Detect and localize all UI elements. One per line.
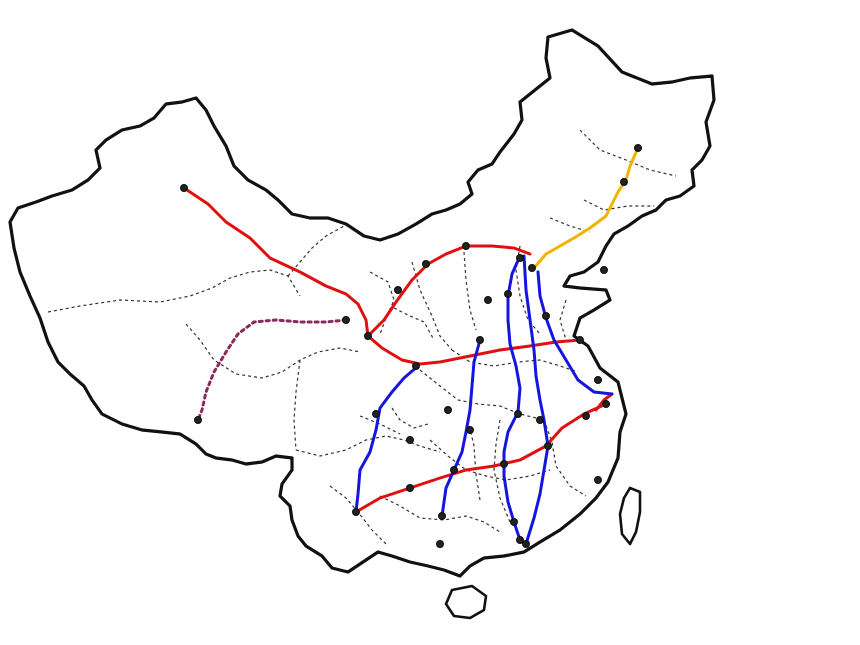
city-marker [510, 517, 519, 526]
north-south-route [354, 364, 420, 514]
city-marker [593, 376, 602, 385]
city-marker [438, 511, 447, 520]
city-marker [513, 410, 522, 419]
city-marker [575, 336, 584, 345]
city-marker [515, 254, 524, 263]
planned-route [196, 318, 348, 422]
city-marker [342, 316, 351, 325]
city-marker [535, 416, 544, 425]
city-marker [581, 412, 590, 421]
city-marker [406, 484, 415, 493]
country-border [8, 28, 716, 578]
north-south-route [536, 270, 614, 396]
city-marker [521, 539, 530, 548]
city-marker [444, 406, 453, 415]
east-west-route [366, 244, 532, 338]
north-south-route [502, 254, 522, 542]
province-line [515, 245, 541, 335]
city-marker [352, 508, 361, 517]
province-line [419, 369, 545, 421]
city-markers [180, 144, 642, 548]
city-marker [543, 442, 552, 451]
city-marker [194, 416, 203, 425]
city-marker [633, 144, 642, 153]
province-line [559, 299, 567, 341]
province-line [543, 419, 587, 497]
north-south-route [522, 254, 550, 546]
city-marker [527, 264, 536, 273]
province-line [47, 269, 301, 313]
city-marker [372, 410, 381, 419]
city-marker [504, 290, 513, 299]
city-marker [500, 460, 509, 469]
city-marker [180, 184, 189, 193]
east-west-route [182, 186, 582, 366]
province-line [549, 217, 591, 233]
city-marker [422, 260, 431, 269]
city-marker [619, 178, 628, 187]
north-south-route [440, 338, 482, 518]
hainan-island [444, 584, 488, 620]
city-marker [593, 476, 602, 485]
city-marker [476, 336, 485, 345]
northeast-route [532, 146, 640, 270]
railway-routes [182, 146, 640, 546]
city-marker [601, 400, 610, 409]
province-boundaries [47, 129, 677, 547]
city-marker [450, 466, 459, 475]
province-line [185, 323, 361, 379]
east-west-route [594, 392, 614, 412]
province-line [393, 307, 435, 341]
city-marker [515, 535, 524, 544]
province-line [369, 271, 395, 335]
city-marker [466, 426, 475, 435]
city-marker [412, 362, 421, 371]
province-line [391, 407, 429, 429]
city-marker [436, 539, 445, 548]
province-line [287, 225, 345, 277]
province-line [579, 129, 677, 177]
city-marker [364, 332, 373, 341]
city-marker [394, 286, 403, 295]
city-marker [541, 312, 550, 321]
city-marker [484, 296, 493, 305]
province-line [359, 415, 401, 435]
city-marker [406, 436, 415, 445]
taiwan-island [618, 486, 642, 546]
province-line [411, 261, 453, 351]
province-line [295, 435, 441, 457]
city-marker [462, 242, 471, 251]
province-line [463, 251, 477, 331]
east-west-route [354, 402, 608, 514]
city-marker [599, 266, 608, 275]
province-line [493, 419, 511, 523]
province-line [429, 439, 551, 481]
